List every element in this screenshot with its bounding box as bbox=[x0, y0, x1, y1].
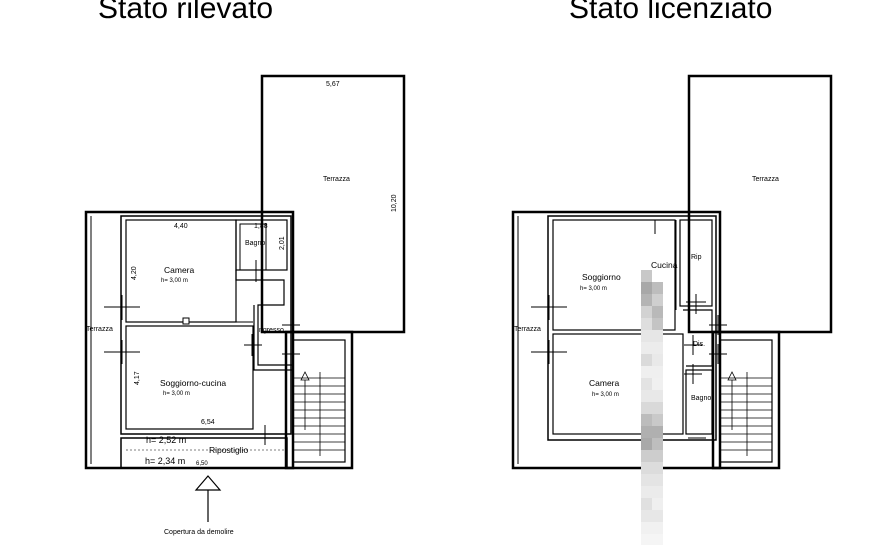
dim-201: 2,01 bbox=[279, 236, 286, 250]
dim-654: 6,54 bbox=[201, 419, 215, 426]
bagno-label: Bagno bbox=[245, 240, 265, 247]
title-stato-rilevato: Stato rilevato bbox=[98, 0, 274, 25]
plan-stato-rilevato: 5,67 Terrazza 10,20 4,40 1,88 2,01 Bagno… bbox=[84, 74, 406, 536]
terrace-outline bbox=[260, 74, 406, 334]
window-marks-right bbox=[547, 211, 706, 439]
terrazza-top-label-right: Terrazza bbox=[752, 176, 779, 183]
terrazza-side-label: Terrazza bbox=[86, 326, 113, 333]
stair-inner bbox=[292, 339, 346, 463]
cucina-label: Cucina bbox=[651, 260, 678, 270]
dim-650: 6,50 bbox=[196, 461, 208, 467]
camera-label: Camera bbox=[164, 265, 195, 275]
ingresso-label: Ingresso bbox=[257, 327, 284, 334]
soggiorno-height: h= 3,00 m bbox=[163, 391, 190, 397]
terrace-outline-right bbox=[687, 74, 833, 334]
stair-block-right bbox=[711, 330, 781, 470]
terrazza-top-label: Terrazza bbox=[323, 176, 350, 183]
soggiorno-cucina-label: Soggiorno-cucina bbox=[160, 378, 226, 388]
bagno-label-right: Bagno bbox=[691, 395, 711, 402]
stair-arrow-icon bbox=[300, 371, 310, 381]
camera-height: h= 3,00 m bbox=[161, 278, 188, 284]
stair-arrow-icon-right bbox=[727, 371, 737, 381]
dim-440: 4,40 bbox=[174, 223, 188, 230]
stair-treads-right bbox=[720, 372, 772, 456]
pixelated-redaction bbox=[641, 270, 663, 545]
inner-wall-outline-right bbox=[547, 215, 717, 441]
dim-1020: 10,20 bbox=[391, 194, 398, 212]
rip-room bbox=[679, 219, 713, 307]
height-252: h= 2,52 m bbox=[146, 435, 186, 445]
dim-188: 1,88 bbox=[254, 223, 268, 230]
height-234: h= 2,34 m bbox=[145, 456, 185, 466]
window-marks bbox=[120, 211, 266, 394]
stair-treads bbox=[293, 372, 345, 456]
bagno-room-right bbox=[685, 369, 713, 435]
dim-567: 5,67 bbox=[326, 81, 340, 88]
dim-420: 4,20 bbox=[131, 266, 138, 280]
ripostiglio-label: Ripostiglio bbox=[209, 445, 248, 455]
dis-walls bbox=[683, 309, 713, 367]
plan-stato-licenziato: Terrazza Soggiorno h= 3,00 m Cucina Rip … bbox=[511, 74, 833, 470]
soggiorno-label-right: Soggiorno bbox=[582, 272, 621, 282]
camera-label-right: Camera bbox=[589, 378, 620, 388]
camera-height-right: h= 3,00 m bbox=[592, 392, 619, 398]
copertura-note: Copertura da demolire bbox=[164, 529, 234, 536]
door-marks-right bbox=[531, 294, 727, 384]
rip-label: Rip bbox=[691, 254, 702, 261]
soggiorno-height-right: h= 3,00 m bbox=[580, 286, 607, 292]
title-stato-licenziato: Stato licenziato bbox=[569, 0, 773, 25]
terrazza-side-label-right: Terrazza bbox=[514, 326, 541, 333]
ingresso-walls bbox=[235, 270, 292, 366]
demolition-arrow-icon bbox=[194, 475, 222, 522]
dim-417: 4,17 bbox=[134, 371, 141, 385]
door-marks bbox=[104, 260, 300, 445]
dis-label: Dis. bbox=[693, 341, 705, 348]
ripostiglio-room bbox=[120, 437, 288, 469]
stair-block bbox=[284, 330, 354, 470]
